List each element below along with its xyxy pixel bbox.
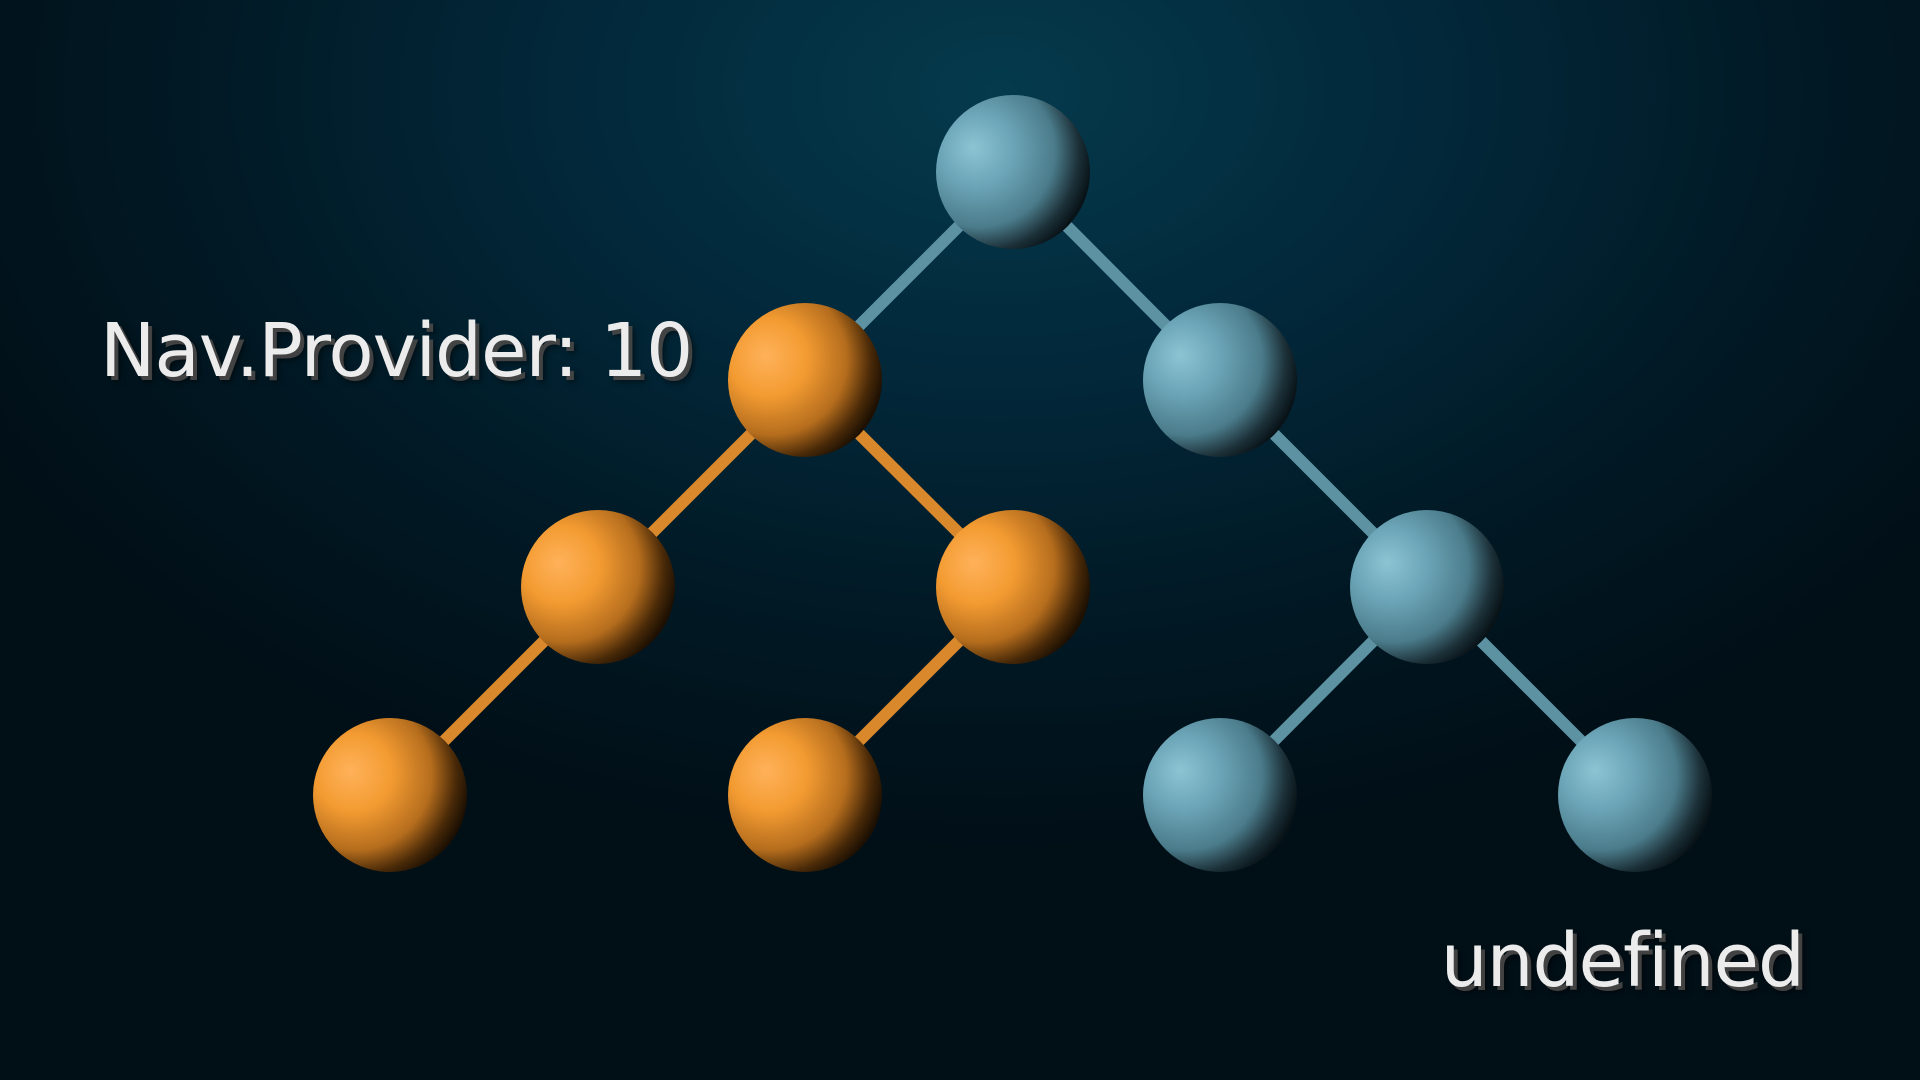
- tree-node-n7: [728, 718, 882, 872]
- tree-node-n1: [728, 303, 882, 457]
- nodes-layer: [313, 95, 1712, 872]
- tree-node-n4: [936, 510, 1090, 664]
- tree-node-n5: [1350, 510, 1504, 664]
- tree-node-root: [936, 95, 1090, 249]
- tree-node-n2: [1143, 303, 1297, 457]
- undefined-value-label: undefined: [1440, 918, 1805, 1004]
- tree-node-n6: [313, 718, 467, 872]
- provider-value-label: Nav.Provider: 10: [100, 308, 693, 394]
- tree-node-n8: [1143, 718, 1297, 872]
- edges-layer: [384, 166, 1641, 801]
- tree-node-n3: [521, 510, 675, 664]
- tree-node-n9: [1558, 718, 1712, 872]
